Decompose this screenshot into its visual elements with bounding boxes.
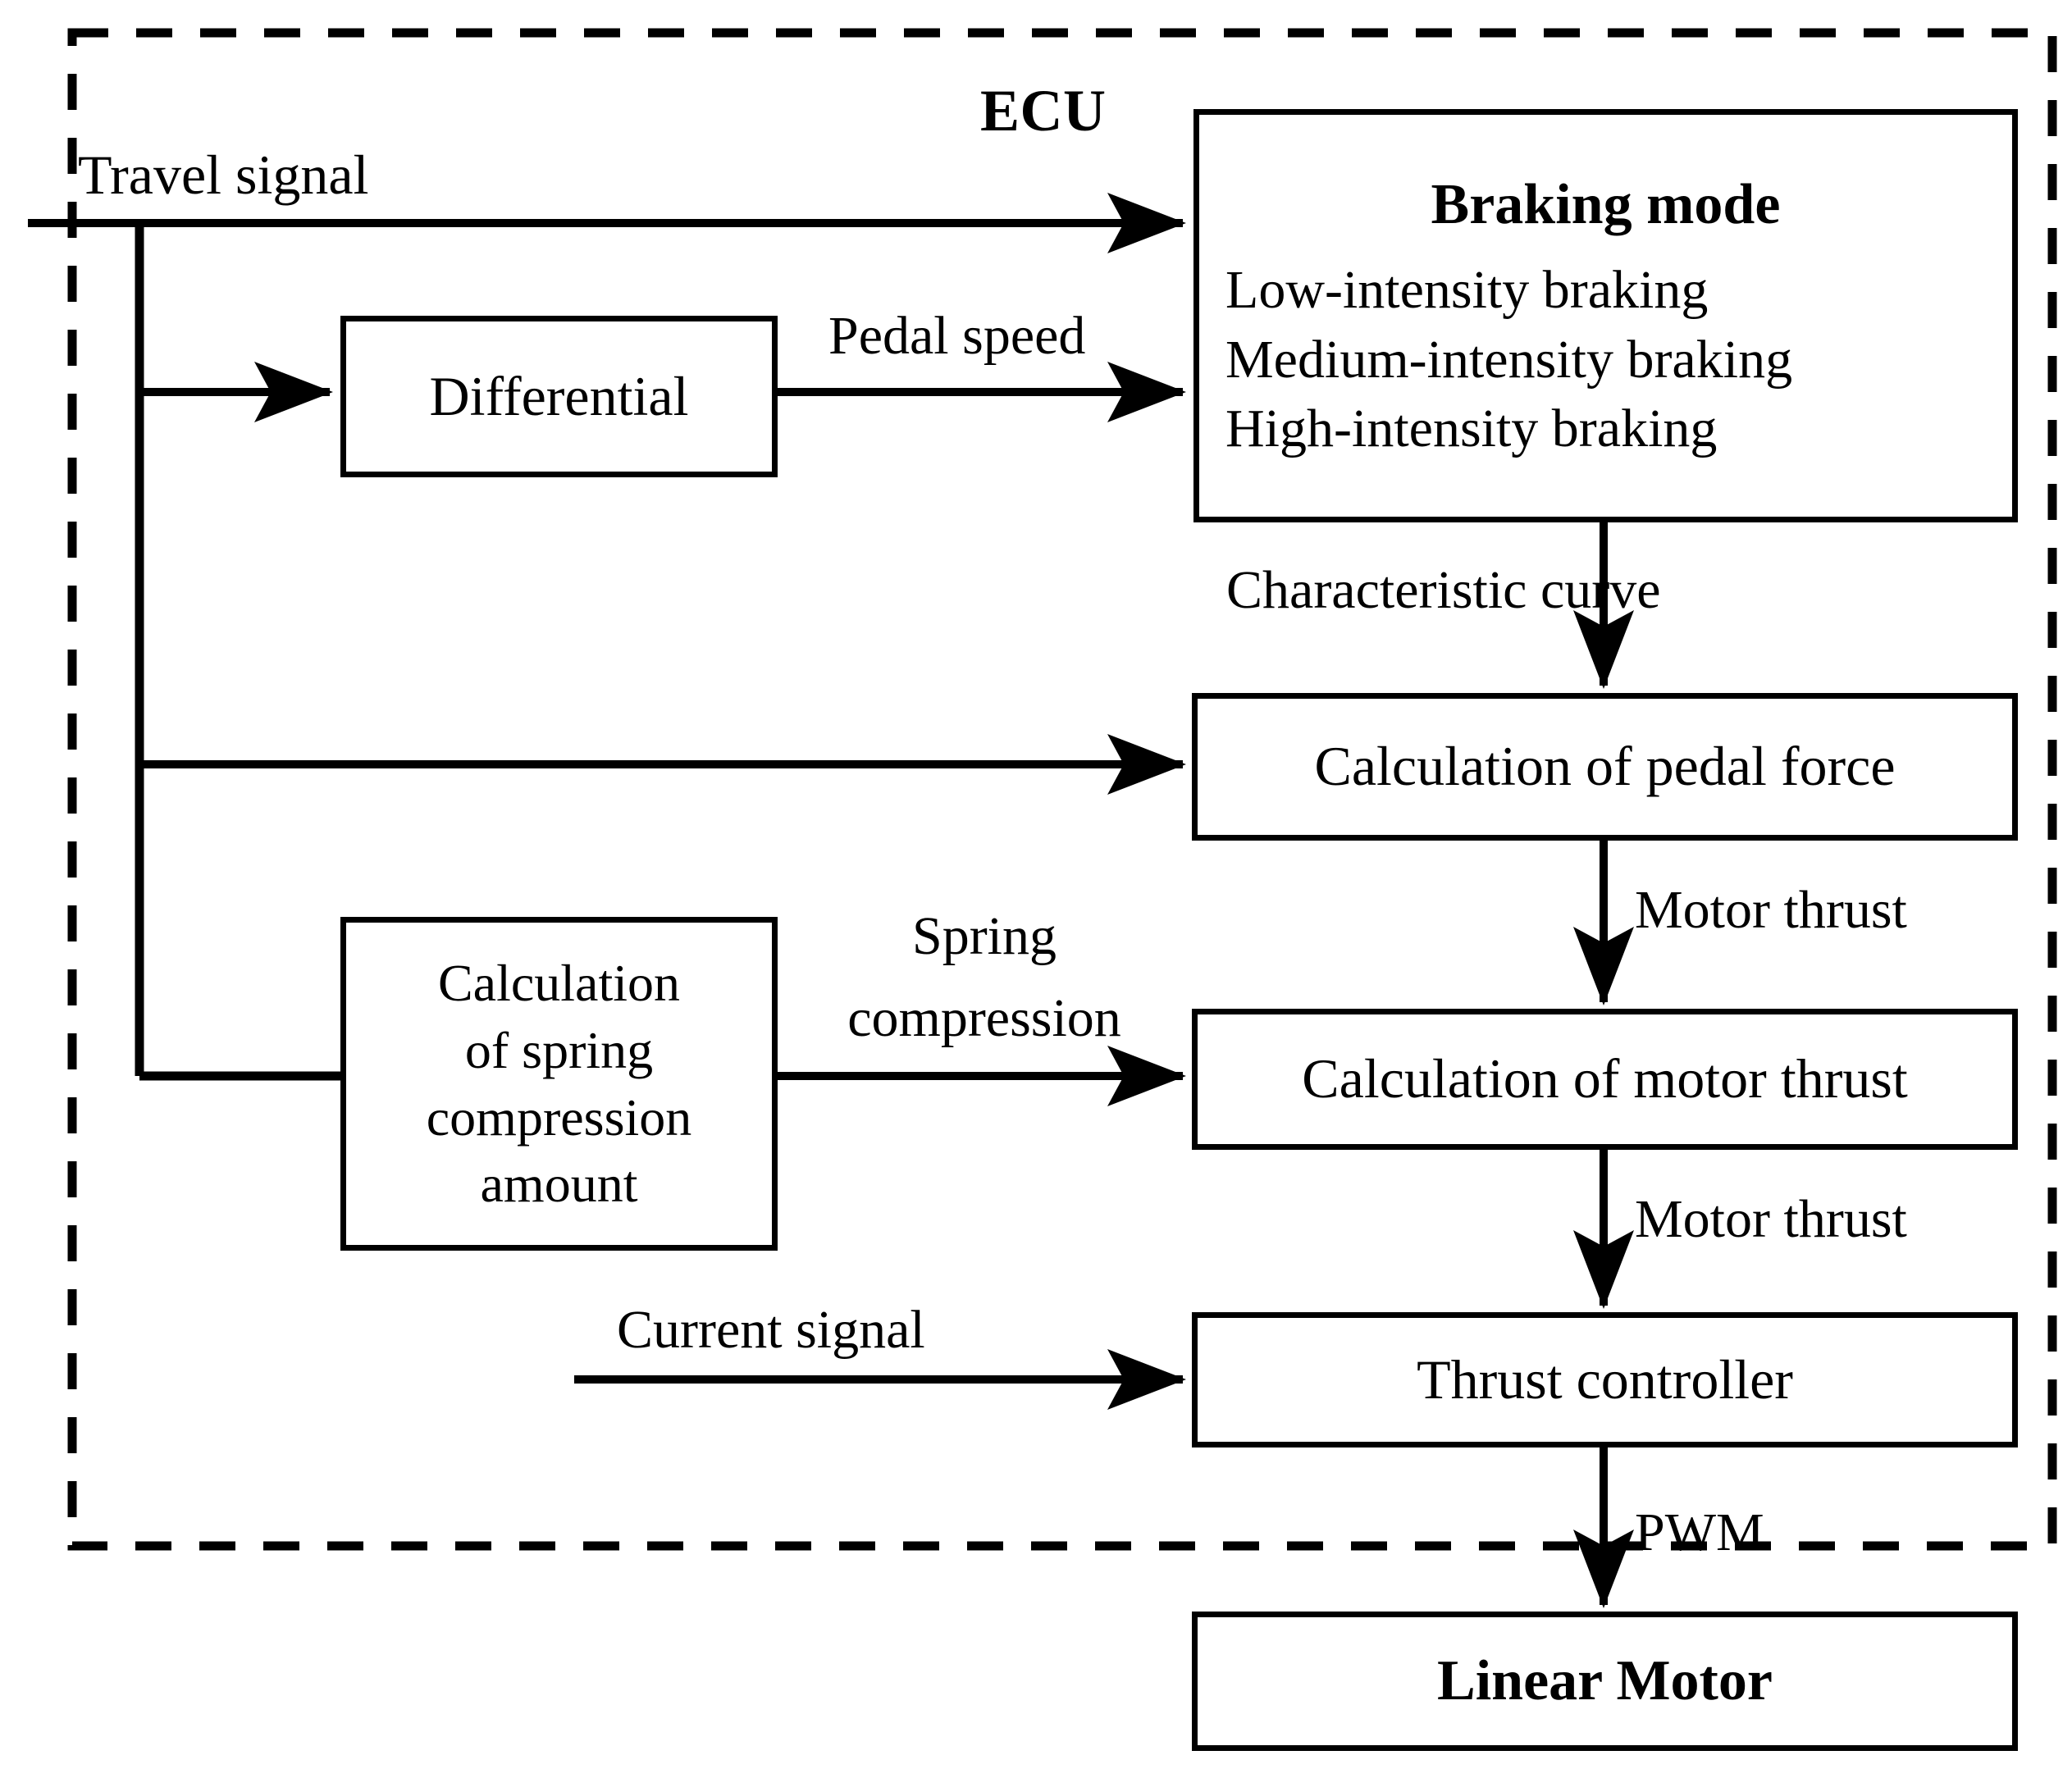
spring-compression-line-1: Calculation xyxy=(437,953,681,1012)
block-motor-thrust[interactable]: Calculation of motor thrust xyxy=(1192,1009,2018,1150)
label-pedal-speed: Pedal speed xyxy=(828,306,1086,366)
ecu-boundary xyxy=(67,28,2057,1551)
block-thrust-controller[interactable]: Thrust controller xyxy=(1192,1312,2018,1447)
label-spring-compression-line1: Spring xyxy=(911,906,1057,966)
braking-mode-content: Braking mode Low-intensity braking Mediu… xyxy=(1199,168,2012,464)
braking-mode-item-high: High-intensity braking xyxy=(1225,399,1718,459)
label-spring-compression-line2: compression xyxy=(847,988,1121,1048)
block-pedal-force[interactable]: Calculation of pedal force xyxy=(1192,693,2018,841)
block-linear-motor[interactable]: Linear Motor xyxy=(1192,1612,2018,1751)
spring-compression-line-2: of spring xyxy=(464,1020,654,1079)
label-characteristic-curve: Characteristic curve xyxy=(1226,560,1661,620)
thrust-controller-label: Thrust controller xyxy=(1417,1347,1793,1411)
spring-compression-content: Calculation of spring compression amount xyxy=(346,950,772,1219)
braking-mode-title: Braking mode xyxy=(1431,172,1781,236)
differential-label: Differential xyxy=(429,364,689,427)
spring-compression-line-3: compression xyxy=(426,1087,692,1147)
label-travel-signal: Travel signal xyxy=(78,144,369,206)
braking-mode-item-low: Low-intensity braking xyxy=(1225,260,1709,321)
braking-mode-item-medium: Medium-intensity braking xyxy=(1225,329,1793,390)
label-pwm: PWM xyxy=(1635,1502,1764,1562)
label-current-signal: Current signal xyxy=(617,1300,925,1360)
spring-compression-line-4: amount xyxy=(480,1155,638,1214)
block-spring-compression[interactable]: Calculation of spring compression amount xyxy=(340,917,778,1251)
pedal-force-label: Calculation of pedal force xyxy=(1314,735,1896,798)
label-motor-thrust-lower: Motor thrust xyxy=(1635,1189,1907,1249)
linear-motor-label: Linear Motor xyxy=(1437,1649,1773,1713)
ecu-boundary-label: ECU xyxy=(980,78,1107,144)
motor-thrust-label: Calculation of motor thrust xyxy=(1302,1047,1908,1110)
label-motor-thrust-upper: Motor thrust xyxy=(1635,880,1907,940)
block-differential[interactable]: Differential xyxy=(340,316,778,477)
block-braking-mode[interactable]: Braking mode Low-intensity braking Mediu… xyxy=(1193,109,2018,522)
